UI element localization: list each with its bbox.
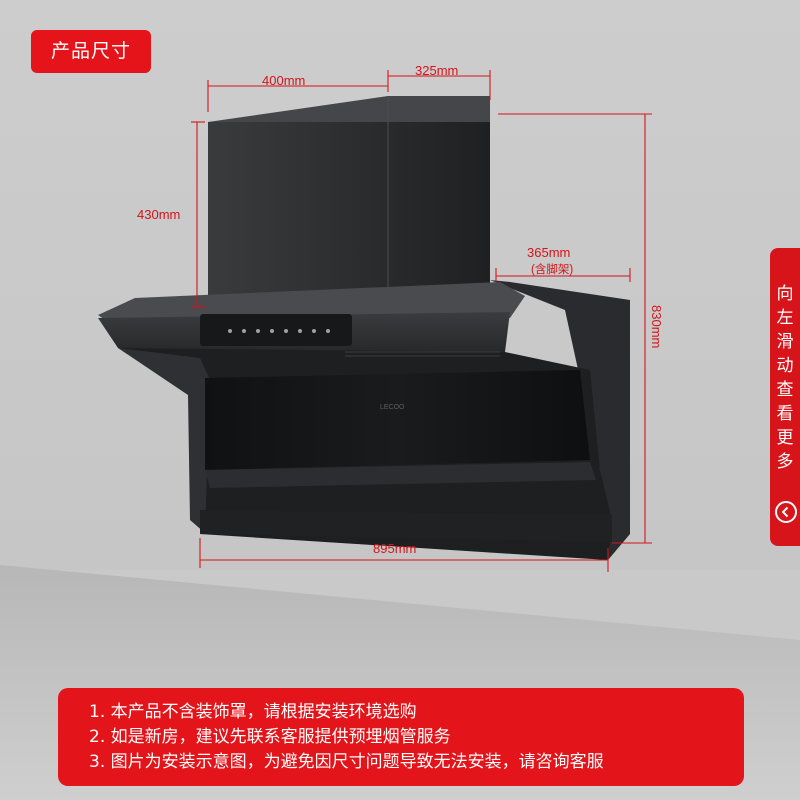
control-panel: [200, 314, 352, 346]
dimension-lines: [191, 70, 652, 572]
installation-notes: 1. 本产品不含装饰罩，请根据安装环境选购 2. 如是新房，建议先联系客服提供预…: [58, 688, 744, 786]
control-buttons: [228, 329, 330, 333]
bottom-tray: [200, 510, 612, 542]
svg-text:LECOO: LECOO: [380, 404, 405, 411]
note-item: 1. 本产品不含装饰罩，请根据安装环境选购: [89, 702, 417, 722]
note-item: 3. 图片为安装示意图，为避免因尺寸问题导致无法安装，请咨询客服: [89, 752, 604, 772]
dimension-height-top: 430mm: [137, 207, 181, 222]
vent-grille: [345, 351, 500, 357]
hood-left-arm: [118, 348, 210, 533]
inner-shelf: [205, 462, 596, 488]
chimney-cover: [208, 122, 490, 307]
swipe-hint-text: 向 左 滑 动 查 看 更 多: [776, 284, 794, 472]
dimension-width-total: 895mm: [373, 541, 417, 556]
glass-panel: [205, 370, 590, 470]
dimension-depth-bracket-note: (含脚架): [531, 264, 574, 276]
hood-side-body: [490, 280, 630, 560]
dimension-height-total: 830mm: [649, 305, 664, 349]
product-size-badge: 产品尺寸: [31, 30, 151, 73]
dimension-depth-top: 325mm: [415, 63, 459, 78]
swipe-left-more-tab[interactable]: 向 左 滑 动 查 看 更 多: [770, 248, 800, 546]
chimney-top: [208, 96, 490, 122]
chevron-left-circle-icon[interactable]: [775, 501, 797, 523]
dimension-depth-bracket: 365mm: [527, 245, 571, 260]
note-item: 2. 如是新房，建议先联系客服提供预埋烟管服务: [89, 727, 451, 747]
dimension-width-top: 400mm: [262, 73, 306, 88]
